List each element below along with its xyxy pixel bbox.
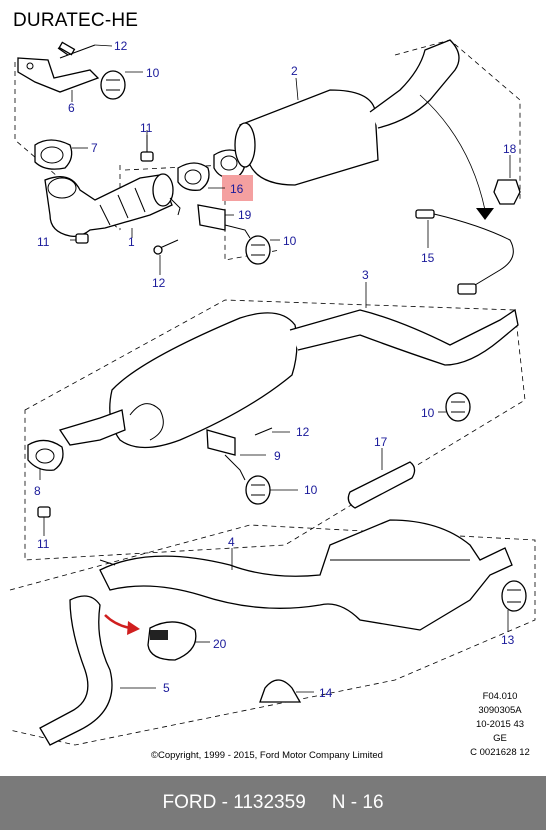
front-pipe-catalyst-part-1[interactable] bbox=[44, 173, 174, 238]
label-10: 10 bbox=[421, 406, 435, 420]
label-20: 20 bbox=[213, 637, 227, 651]
leader-lines bbox=[39, 44, 511, 693]
label-11: 11 bbox=[140, 121, 153, 135]
gasket-part-8[interactable] bbox=[27, 439, 64, 471]
oxygen-sensor-part-15[interactable] bbox=[415, 209, 514, 295]
label-5: 5 bbox=[163, 681, 170, 695]
arrow-clamp bbox=[104, 614, 131, 630]
sensor-plug-part-18[interactable] bbox=[493, 179, 521, 205]
page-reference: N - 16 bbox=[331, 792, 384, 813]
pipe-part-5[interactable] bbox=[39, 595, 113, 746]
drawing-code-block: F04.010 3090305A 10-2015 43 GE C 0021628… bbox=[455, 690, 545, 760]
code-line: 10-2015 43 bbox=[475, 719, 525, 730]
label-1: 1 bbox=[128, 235, 135, 249]
label-16: 16 bbox=[230, 182, 244, 196]
code-line: GE bbox=[493, 733, 507, 744]
label-10: 10 bbox=[146, 66, 160, 80]
catalyst-part-2[interactable] bbox=[234, 39, 460, 186]
arrow-sensor-head bbox=[476, 208, 494, 220]
rubber-hanger-part-10b[interactable] bbox=[245, 235, 271, 265]
label-4: 4 bbox=[228, 535, 235, 549]
center-silencer-part-3[interactable] bbox=[58, 308, 519, 449]
gasket-part-7[interactable] bbox=[34, 139, 73, 170]
clamp-part-14[interactable] bbox=[259, 679, 302, 703]
nut-part-11b[interactable] bbox=[75, 233, 89, 244]
label-3: 3 bbox=[362, 268, 369, 282]
nut-part-11a[interactable] bbox=[140, 135, 154, 162]
label-6: 6 bbox=[68, 101, 75, 115]
diagram-title: DURATEC-HE bbox=[13, 10, 139, 31]
rubber-hanger-part-13[interactable] bbox=[501, 580, 527, 612]
exhaust-system-diagram: 12 10 6 2 7 11 18 16 19 11 1 10 12 15 3 … bbox=[9, 39, 536, 746]
rubber-hanger-part-10c[interactable] bbox=[445, 392, 471, 422]
label-19: 19 bbox=[238, 208, 252, 222]
code-line: C 0021628 12 bbox=[470, 747, 530, 758]
assembly-outline-middle bbox=[24, 299, 526, 561]
label-8: 8 bbox=[34, 484, 41, 498]
bolt-part-12a[interactable] bbox=[59, 44, 96, 59]
label-14: 14 bbox=[319, 686, 333, 700]
code-line: F04.010 bbox=[482, 691, 518, 702]
footer-bar: FORD - 1132359 N - 16 bbox=[0, 776, 546, 830]
arrow-sensor bbox=[419, 94, 486, 211]
label-11: 11 bbox=[37, 235, 50, 249]
copyright-text: ©Copyright, 1999 - 2015, Ford Motor Comp… bbox=[151, 750, 383, 761]
code-line: 3090305A bbox=[478, 705, 522, 716]
bracket-part-6[interactable] bbox=[17, 41, 100, 93]
highlight-part-16 bbox=[222, 175, 253, 201]
label-12: 12 bbox=[152, 276, 166, 290]
label-10: 10 bbox=[283, 234, 297, 248]
arrow-clamp-head bbox=[127, 621, 140, 635]
label-11: 11 bbox=[37, 537, 50, 551]
bracket-part-9[interactable] bbox=[206, 429, 246, 481]
part-reference: FORD - 1132359 bbox=[162, 792, 306, 813]
label-2: 2 bbox=[291, 64, 298, 78]
nut-part-11c[interactable] bbox=[37, 506, 51, 518]
label-9: 9 bbox=[274, 449, 281, 463]
label-13: 13 bbox=[501, 633, 515, 647]
rubber-hanger-part-10a[interactable] bbox=[100, 70, 126, 100]
pipe-part-17[interactable] bbox=[347, 461, 416, 509]
clamp-part-20[interactable] bbox=[147, 621, 197, 661]
label-7: 7 bbox=[91, 141, 98, 155]
label-15: 15 bbox=[421, 251, 435, 265]
rubber-hanger-part-10d[interactable] bbox=[245, 475, 271, 505]
pipe-stub bbox=[99, 559, 116, 566]
label-10: 10 bbox=[304, 483, 318, 497]
label-12: 12 bbox=[114, 39, 128, 53]
bolt-part-12b[interactable] bbox=[153, 239, 179, 255]
rear-silencer-part-4[interactable] bbox=[99, 519, 513, 631]
assembly-outline-bottom bbox=[9, 524, 536, 746]
label-17: 17 bbox=[374, 435, 388, 449]
bracket-part-19[interactable] bbox=[169, 197, 251, 239]
bolt-part-12c[interactable] bbox=[254, 427, 273, 436]
label-12: 12 bbox=[296, 425, 310, 439]
label-18: 18 bbox=[503, 142, 517, 156]
